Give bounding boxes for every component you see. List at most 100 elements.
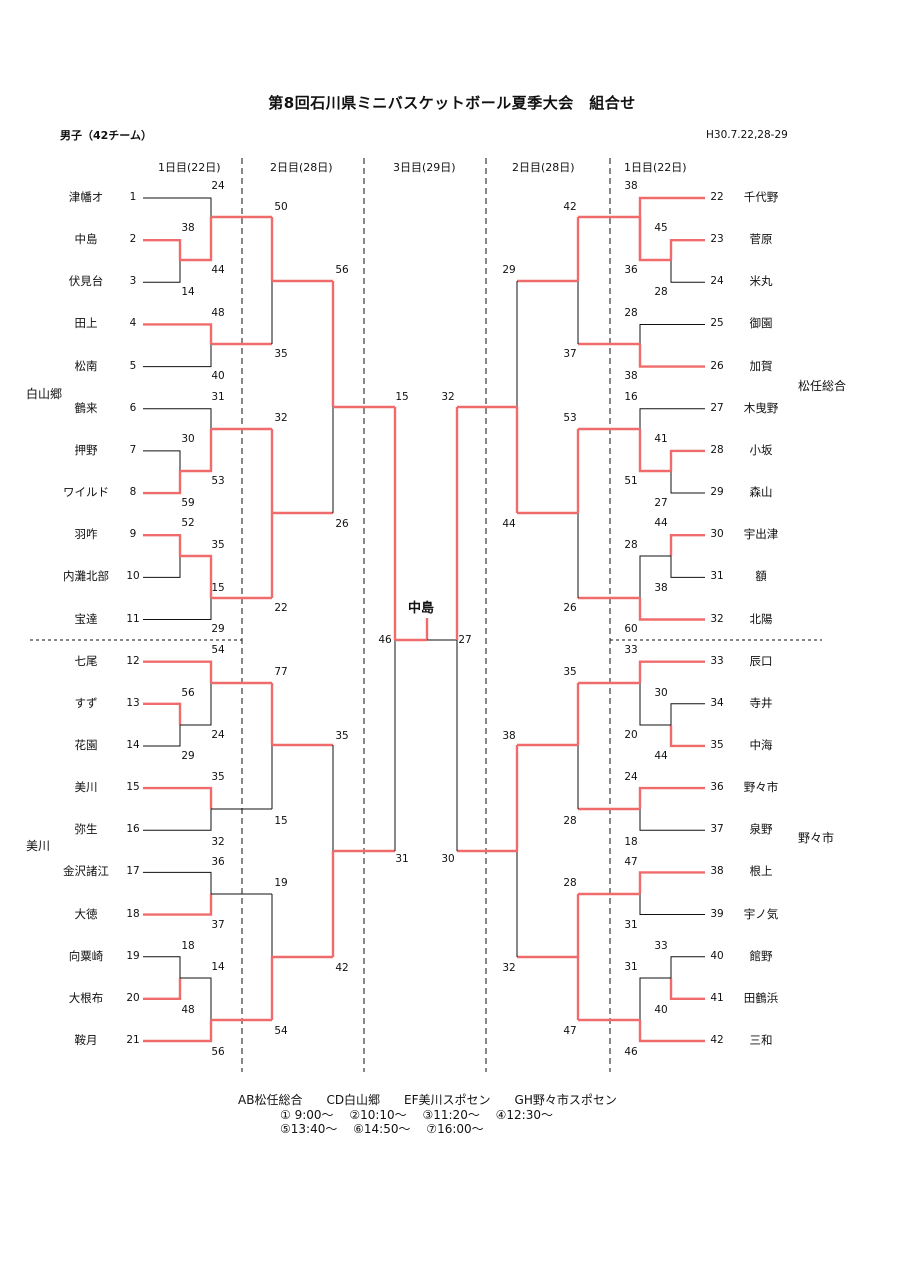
score-right: 40 xyxy=(654,1004,668,1016)
team-name-left: 羽咋 xyxy=(74,527,98,542)
seed-right: 29 xyxy=(710,486,724,499)
team-name-left: 美川 xyxy=(74,780,98,795)
score-left: 26 xyxy=(335,518,349,530)
score-left: 54 xyxy=(274,1025,288,1037)
team-name-right: 菅原 xyxy=(749,232,773,247)
bracket-line xyxy=(639,408,705,429)
seed-right: 22 xyxy=(710,191,724,203)
team-name-right: 三和 xyxy=(749,1033,773,1047)
score-left: 42 xyxy=(335,962,349,974)
bracket-line xyxy=(670,260,705,283)
score-right: 38 xyxy=(624,180,638,192)
team-name-right: 加賀 xyxy=(749,358,773,373)
score-left: 35 xyxy=(211,539,225,551)
score-right: 28 xyxy=(624,539,638,551)
score-right: 28 xyxy=(563,815,577,827)
bracket-line xyxy=(143,450,181,471)
team-name-right: 御園 xyxy=(749,316,773,331)
score-right: 46 xyxy=(624,1046,638,1058)
seed-left: 12 xyxy=(126,654,140,667)
bracket-line xyxy=(143,197,212,217)
score-left: 32 xyxy=(274,412,288,424)
seed-left: 7 xyxy=(129,443,137,456)
score-right: 29 xyxy=(502,264,516,276)
score-left: 18 xyxy=(181,940,195,952)
bracket-line xyxy=(669,725,705,748)
seed-right: 35 xyxy=(710,738,724,751)
score-left: 31 xyxy=(395,853,409,865)
seed-left: 9 xyxy=(129,528,137,541)
bracket-line xyxy=(638,429,671,473)
team-name-right: 額 xyxy=(755,569,767,584)
score-right: 28 xyxy=(563,877,577,889)
team-name-right: 宇ノ気 xyxy=(743,906,779,921)
bracket-line xyxy=(638,1020,705,1043)
division-label: 男子（42チーム） xyxy=(60,129,152,142)
team-name-left: 押野 xyxy=(74,442,98,457)
score-left: 48 xyxy=(181,1004,195,1016)
date-label: H30.7.22,28-29 xyxy=(706,129,788,141)
score-right: 33 xyxy=(654,940,668,952)
score-left: 56 xyxy=(335,264,349,276)
score-left: 31 xyxy=(211,391,225,403)
score-left: 59 xyxy=(181,497,195,509)
team-name-right: 辰口 xyxy=(749,653,773,668)
seed-right: 42 xyxy=(710,1034,724,1046)
seed-left: 17 xyxy=(126,865,140,878)
score-right: 18 xyxy=(624,836,638,848)
bracket-line xyxy=(638,196,705,260)
score-left: 40 xyxy=(211,370,225,382)
bracket-line xyxy=(639,555,671,598)
score-right: 41 xyxy=(654,433,668,445)
day-header-left-2: 2日目(28日) xyxy=(270,161,333,174)
bracket-line xyxy=(180,429,213,473)
score-right: 33 xyxy=(624,644,638,656)
seed-right: 30 xyxy=(710,528,724,541)
score-right: 38 xyxy=(624,370,638,382)
team-name-left: すず xyxy=(74,695,98,710)
score-right: 28 xyxy=(654,286,668,298)
day-header-right-1: 1日目(22日) xyxy=(624,161,687,174)
team-name-left: 津幡オ xyxy=(68,190,104,204)
bracket-line xyxy=(669,449,705,471)
score-right: 31 xyxy=(624,961,638,973)
team-name-left: 中島 xyxy=(74,232,98,247)
seed-left: 4 xyxy=(129,317,137,330)
seed-left: 18 xyxy=(126,907,140,920)
bracket-line xyxy=(180,217,213,262)
seed-left: 16 xyxy=(126,823,140,836)
score-right: 44 xyxy=(502,518,516,530)
score-right: 44 xyxy=(654,750,668,762)
team-name-right: 木曳野 xyxy=(743,400,779,415)
team-name-left: 弥生 xyxy=(74,822,98,837)
score-left: 50 xyxy=(274,201,288,213)
team-name-left: ワイルド xyxy=(63,485,109,500)
seed-right: 37 xyxy=(710,823,724,836)
day-header-final: 3日目(29日) xyxy=(393,161,456,174)
bracket-line xyxy=(180,977,212,1020)
team-name-left: 伏見台 xyxy=(68,274,104,289)
score-right: 47 xyxy=(624,856,638,868)
score-right: 32 xyxy=(502,962,516,974)
score-left: 35 xyxy=(211,771,225,783)
bracket-line xyxy=(669,978,705,1001)
score-left: 37 xyxy=(211,919,225,931)
team-name-left: 大根布 xyxy=(68,990,104,1005)
bracket-line xyxy=(143,344,212,368)
bracket-line xyxy=(638,660,705,683)
team-name-left: 金沢諸江 xyxy=(63,864,109,879)
score-right: 27 xyxy=(458,634,472,646)
score-left: 36 xyxy=(211,856,225,868)
team-name-right: 小坂 xyxy=(749,442,773,457)
bracket-line xyxy=(670,703,705,725)
bracket-line xyxy=(143,323,213,344)
score-left: 30 xyxy=(181,433,195,445)
score-left: 15 xyxy=(395,391,409,403)
team-name-right: 田鶴浜 xyxy=(743,990,779,1005)
seed-right: 33 xyxy=(710,654,724,667)
bracket-line xyxy=(143,238,182,260)
score-left: 29 xyxy=(181,750,195,762)
seed-right: 32 xyxy=(710,612,724,625)
seed-left: 14 xyxy=(126,738,140,751)
team-name-right: 寺井 xyxy=(749,695,773,710)
